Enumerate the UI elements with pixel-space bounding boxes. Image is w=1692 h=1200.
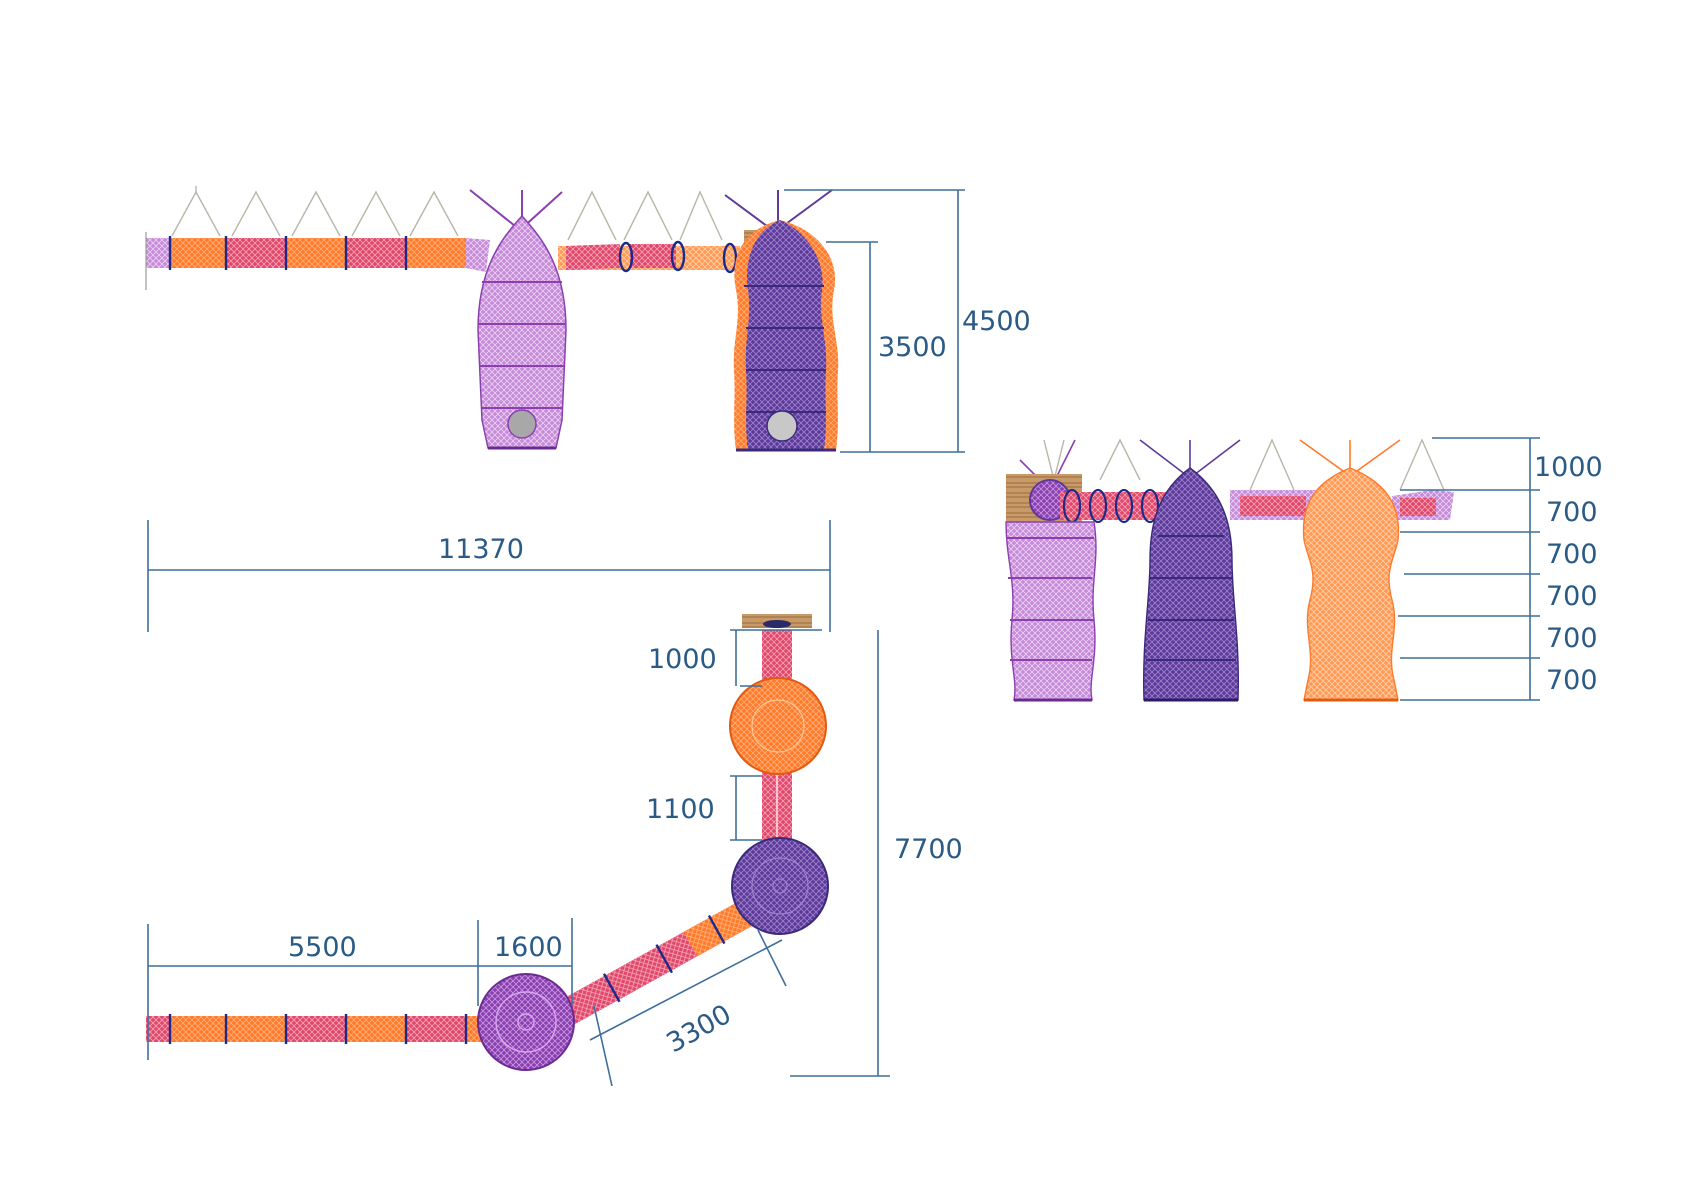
plan-diagonal-tunnel: [561, 896, 762, 1025]
side-section-2-label: 700: [1546, 539, 1598, 570]
side-section-4-label: 700: [1546, 623, 1598, 654]
tower-dark-violet: [733, 220, 839, 452]
horizontal-tunnel-left: [145, 232, 490, 290]
side-tower-dark-violet: [1142, 467, 1240, 702]
tower-violet: [477, 214, 567, 450]
overall-length-dimension: 11370: [147, 520, 831, 632]
side-tower-violet: [1005, 521, 1097, 702]
plan-hub-orange: [729, 677, 827, 775]
porthole-icon: [507, 409, 537, 439]
plan-dimension-lines: [147, 629, 890, 1087]
side-suspension-ropes: [1019, 438, 1445, 492]
side-tower-orange: [1302, 467, 1400, 702]
suspension-ropes: [171, 186, 833, 241]
total-height-label: 4500: [962, 306, 1031, 337]
horizontal-tunnel-middle: [558, 240, 740, 274]
porthole-icon: [766, 410, 798, 442]
plan-hub-dark-violet: [731, 837, 829, 935]
elevation-dimensions: [784, 189, 965, 453]
front-elevation: 3500 4500: [145, 186, 1031, 453]
side-section-5-label: 700: [1546, 665, 1598, 696]
overall-length-label: 11370: [438, 534, 524, 565]
side-elevation: 1000 700 700 700 700 700: [1005, 437, 1603, 702]
straight-run-label: 5500: [288, 932, 357, 963]
plan-hub-violet: [477, 973, 575, 1071]
side-top-label: 1000: [1534, 452, 1603, 483]
diagonal-tunnel-label: 3300: [661, 999, 736, 1059]
side-section-3-label: 700: [1546, 581, 1598, 612]
hub-diameter-label: 1600: [494, 932, 563, 963]
side-section-1-label: 700: [1546, 497, 1598, 528]
top-tunnel-label: 1000: [648, 644, 717, 675]
side-dimensions: [1398, 437, 1540, 701]
plan-view: 5500 1600 3300 1000 1100 7700: [146, 614, 963, 1087]
overall-depth-label: 7700: [894, 834, 963, 865]
plan-straight-tunnel: [146, 1014, 490, 1044]
mid-tunnel-label: 1100: [646, 794, 715, 825]
tower-height-label: 3500: [878, 332, 947, 363]
